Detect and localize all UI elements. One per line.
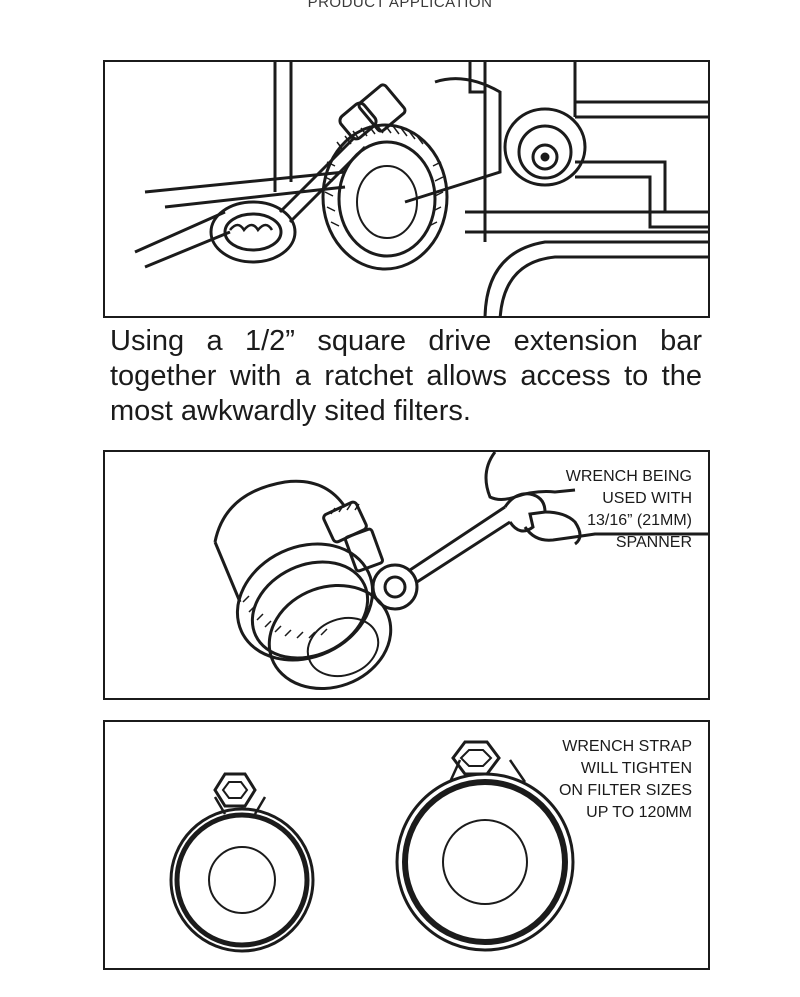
spanner-note: WRENCH BEING USED WITH 13/16” (21MM) SPA…	[566, 466, 692, 554]
note-line: SPANNER	[615, 534, 692, 551]
extension-bar-illustration	[134, 62, 708, 316]
caption-line: most awkwardly sited filters.	[110, 395, 471, 427]
note-line: ON FILTER SIZES	[558, 782, 692, 799]
illustration-panel-filter-sizes: WRENCH STRAP WILL TIGHTEN ON FILTER SIZE…	[103, 720, 710, 970]
illustration-panel-spanner: WRENCH BEING USED WITH 13/16” (21MM) SPA…	[103, 450, 710, 700]
note-line: USED WITH	[602, 490, 692, 507]
note-line: WRENCH STRAP	[562, 738, 692, 755]
filter-sizes-note: WRENCH STRAP WILL TIGHTEN ON FILTER SIZE…	[559, 736, 692, 824]
caption-line: Using a 1/2” square drive extension bar	[110, 325, 702, 357]
illustration-panel-extension-bar	[103, 60, 710, 318]
filter-sizes-illustration	[169, 740, 575, 953]
note-line: WRENCH BEING	[565, 468, 692, 485]
note-line: WILL TIGHTEN	[580, 760, 692, 777]
note-line: UP TO 120MM	[586, 804, 692, 821]
extension-bar-caption: Using a 1/2” square drive extension bar …	[110, 324, 702, 429]
note-line: 13/16” (21MM)	[587, 512, 692, 529]
spanner-illustration	[213, 452, 708, 691]
page-header: PRODUCT APPLICATION	[307, 0, 493, 11]
caption-line: together with a ratchet allows access to…	[110, 360, 702, 392]
